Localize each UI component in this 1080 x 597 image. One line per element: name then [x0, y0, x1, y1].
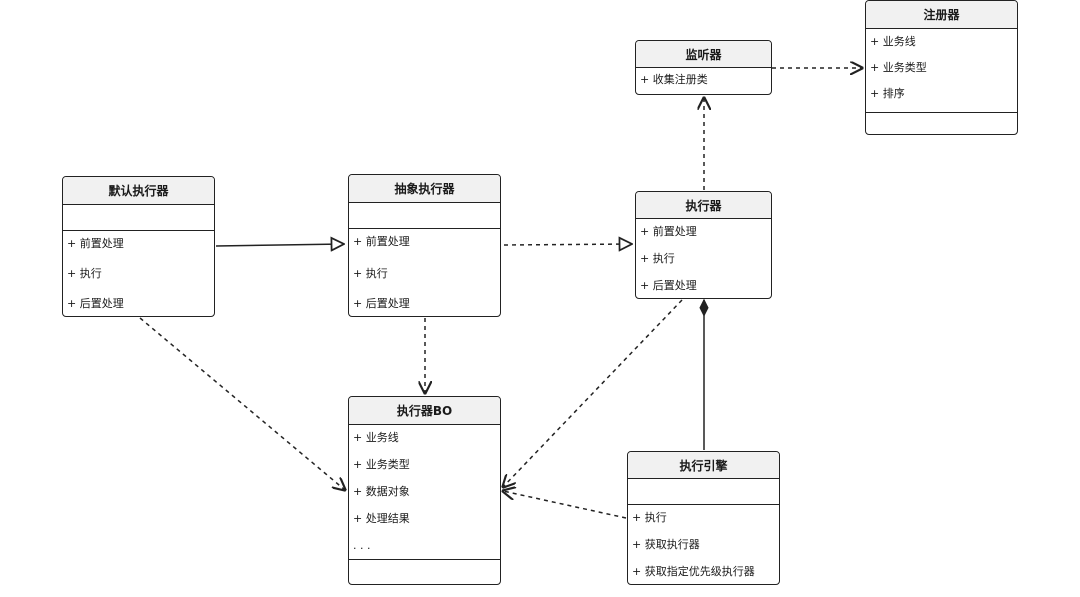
operation-item: + 执行 [632, 511, 667, 524]
class-attributes [349, 203, 500, 229]
class-operations [866, 113, 1017, 133]
class-title: 默认执行器 [63, 177, 214, 205]
class-operations: + 前置处理 + 执行 + 后置处理 [636, 219, 771, 297]
class-attributes: + 业务线 + 业务类型 + 排序 [866, 29, 1017, 113]
operation-item: + 执行 [67, 267, 102, 280]
attribute-item: + 业务类型 [353, 458, 410, 471]
operation-item: + 前置处理 [67, 237, 124, 250]
class-operations: + 前置处理 + 执行 + 后置处理 [63, 231, 214, 314]
operation-item: + 收集注册类 [640, 73, 708, 86]
class-operations [349, 560, 500, 582]
class-default-executor[interactable]: 默认执行器 + 前置处理 + 执行 + 后置处理 [62, 176, 215, 317]
class-operations: + 收集注册类 [636, 68, 771, 94]
class-registry[interactable]: 注册器 + 业务线 + 业务类型 + 排序 [865, 0, 1018, 135]
attribute-item: + 业务线 [870, 35, 916, 48]
dependency-engine-to-bo [503, 491, 627, 519]
class-title: 注册器 [866, 1, 1017, 29]
generalization-default-to-abstract [215, 244, 344, 246]
attribute-item: + 排序 [870, 87, 905, 100]
attribute-item: + 业务类型 [870, 61, 927, 74]
operation-item: + 后置处理 [640, 279, 697, 292]
class-attributes [628, 479, 779, 505]
operation-item: + 执行 [353, 267, 388, 280]
class-attributes: + 业务线 + 业务类型 + 数据对象 + 处理结果 . . . [349, 425, 500, 560]
realization-abstract-to-executor [503, 244, 632, 245]
attribute-item: + 数据对象 [353, 485, 410, 498]
operation-item: + 获取执行器 [632, 538, 700, 551]
class-title: 执行器BO [349, 397, 500, 425]
class-operations: + 前置处理 + 执行 + 后置处理 [349, 229, 500, 314]
class-execution-engine[interactable]: 执行引擎 + 执行 + 获取执行器 + 获取指定优先级执行器 [627, 451, 780, 585]
class-listener[interactable]: 监听器 + 收集注册类 [635, 40, 772, 95]
operation-item: + 执行 [640, 252, 675, 265]
operation-item: + 后置处理 [353, 297, 410, 310]
attribute-item: + 处理结果 [353, 512, 410, 525]
class-operations: + 执行 + 获取执行器 + 获取指定优先级执行器 [628, 505, 779, 583]
class-executor[interactable]: 执行器 + 前置处理 + 执行 + 后置处理 [635, 191, 772, 299]
operation-item: + 前置处理 [353, 235, 410, 248]
class-attributes [63, 205, 214, 231]
operation-item: + 后置处理 [67, 297, 124, 310]
dependency-default-to-bo [139, 317, 345, 490]
class-title: 监听器 [636, 41, 771, 68]
operation-item: + 前置处理 [640, 225, 697, 238]
class-title: 抽象执行器 [349, 175, 500, 203]
dependency-executor-to-bo [503, 299, 683, 487]
attribute-item: + 业务线 [353, 431, 399, 444]
attribute-item: . . . [353, 539, 371, 552]
class-title: 执行器 [636, 192, 771, 219]
class-abstract-executor[interactable]: 抽象执行器 + 前置处理 + 执行 + 后置处理 [348, 174, 501, 317]
class-executor-bo[interactable]: 执行器BO + 业务线 + 业务类型 + 数据对象 + 处理结果 . . . [348, 396, 501, 585]
operation-item: + 获取指定优先级执行器 [632, 565, 755, 578]
class-title: 执行引擎 [628, 452, 779, 479]
